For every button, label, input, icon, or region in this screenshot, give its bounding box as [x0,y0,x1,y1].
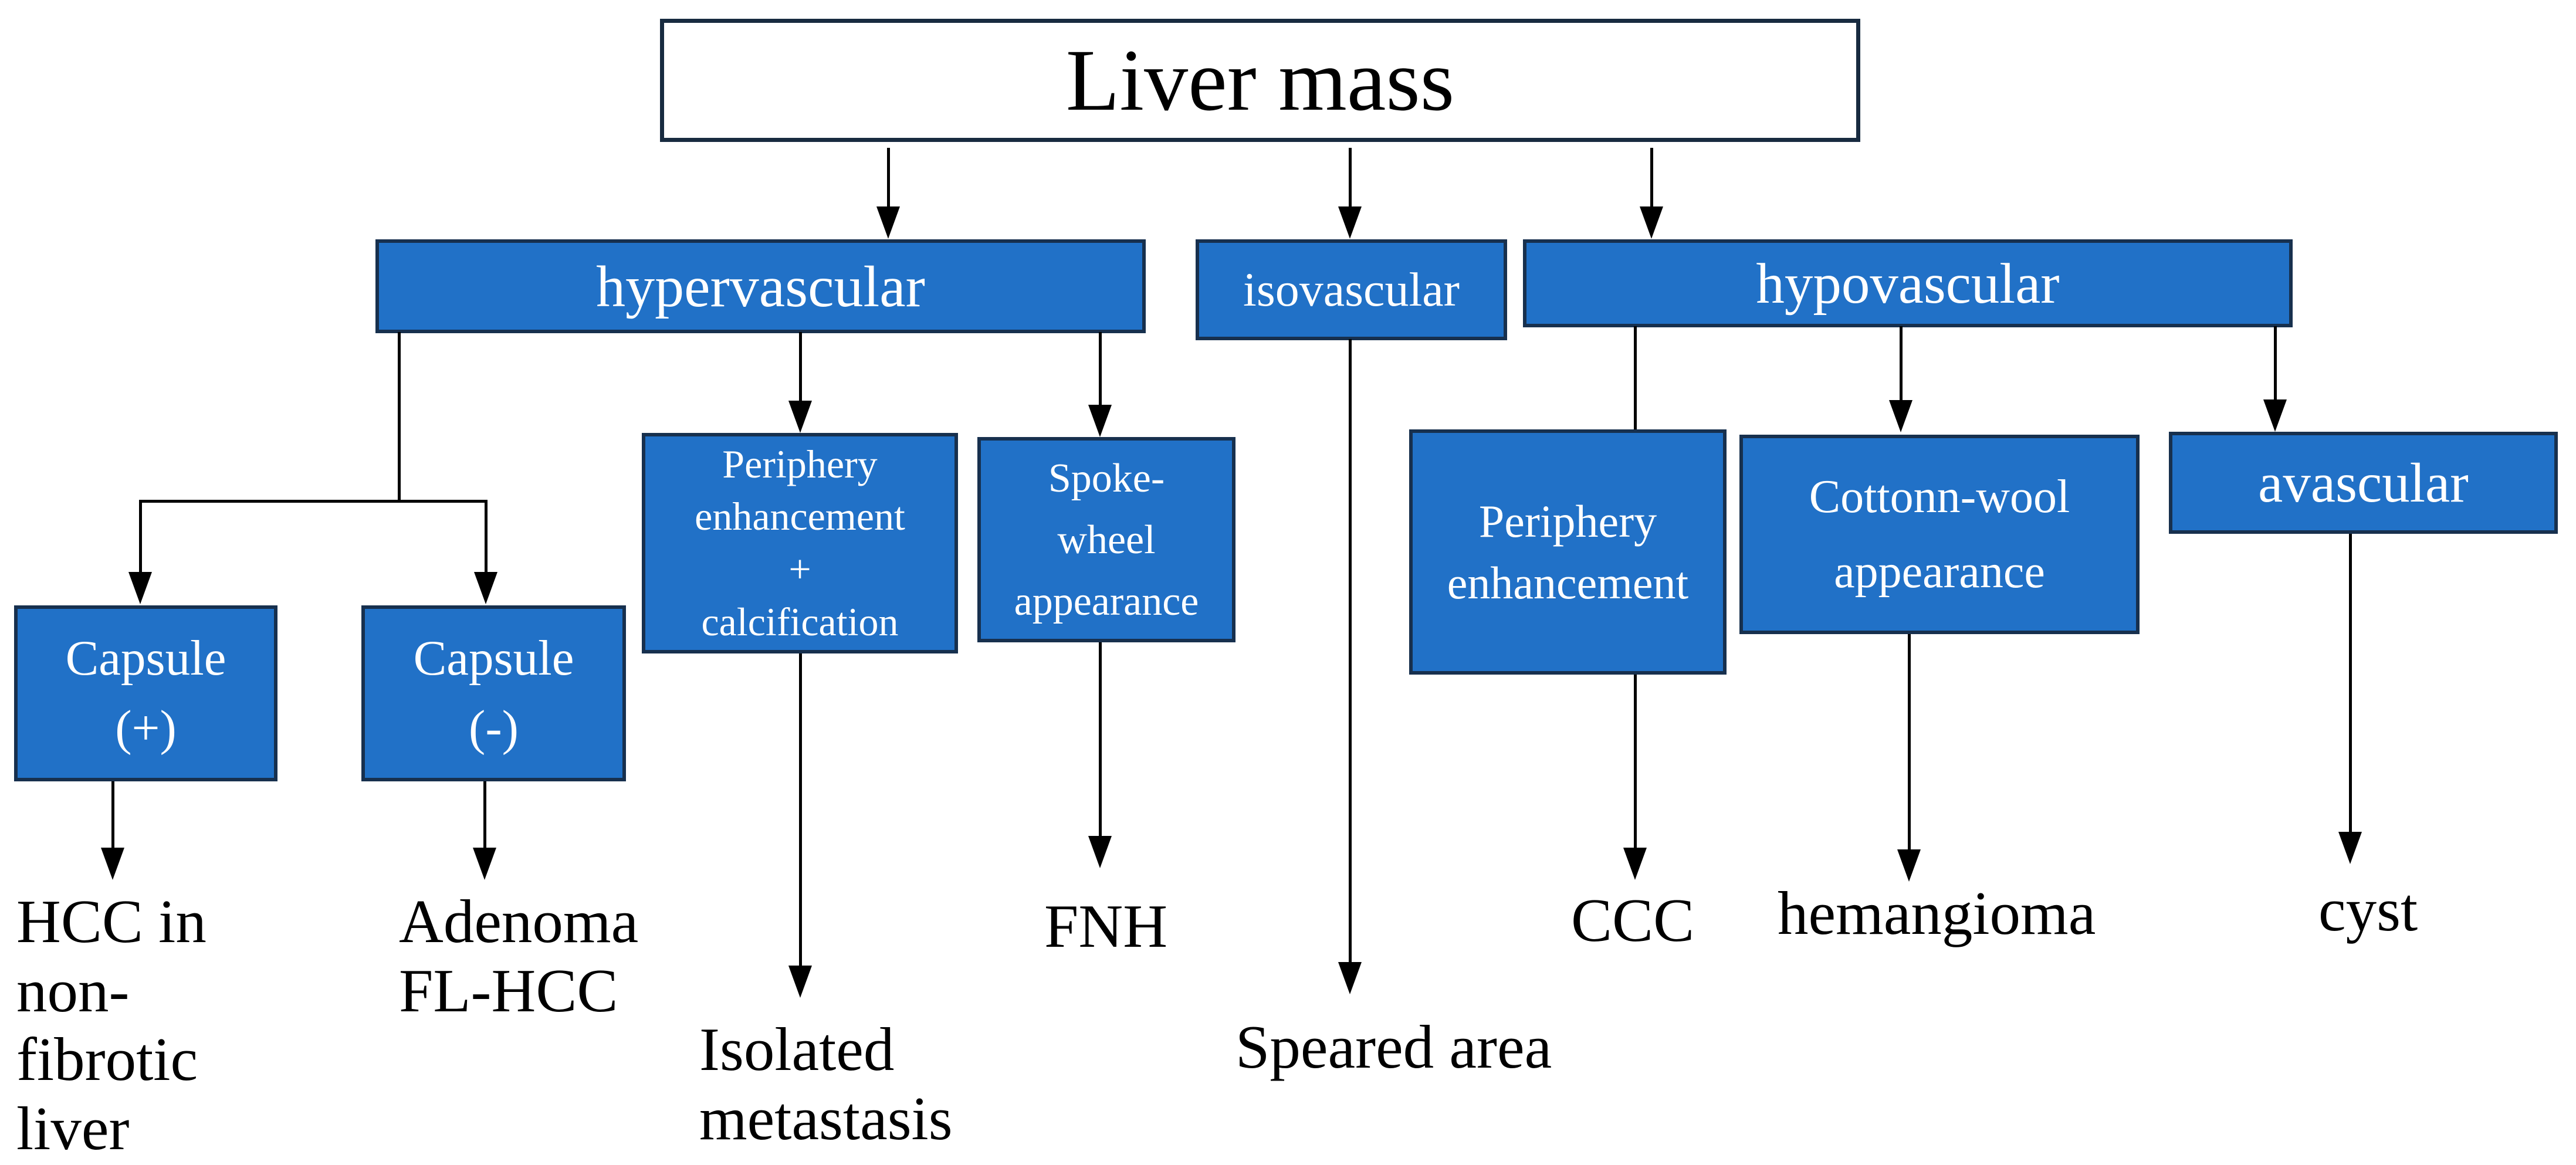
edge-spokewheel-fnh-arrowhead [1088,836,1112,868]
edge-periphery-ccc-arrowhead [1623,848,1647,880]
edge-hypervascular-capsules-hline [139,500,487,503]
edge-hypovascular-cottonwool-arrowhead [1889,400,1912,432]
edge-capsule-positive-line [139,500,142,572]
edge-livermass-isovascular-arrowhead [1338,206,1362,239]
outcome-adenoma-fl-hcc: Adenoma FL-HCC [399,887,639,1025]
edge-calcification-metastasis-line [799,653,802,966]
edge-livermass-hypovascular-arrowhead [1640,206,1663,239]
edge-hypervascular-capsules-stub [398,332,401,502]
outcome-hcc-non-fibrotic-liver: HCC in non- fibrotic liver [16,887,207,1163]
edge-cottonwool-hemangioma-line [1908,634,1911,849]
edge-isovascular-spearedarea-line [1349,339,1352,962]
edge-spokewheel-fnh-line [1099,642,1102,836]
node-capsule-negative: Capsule (-) [361,605,626,781]
edge-avascular-cyst-arrowhead [2338,832,2362,864]
edge-hypovascular-avascular-line [2274,326,2277,399]
edge-avascular-cyst-line [2349,534,2352,832]
edge-livermass-hypervascular-line [887,148,890,206]
edge-capsule-negative-arrowhead [474,572,497,604]
node-liver-mass: Liver mass [660,19,1860,142]
edge-capsulepos-hcc-line [111,781,114,848]
node-spoke-wheel-appearance: Spoke- wheel appearance [977,437,1235,642]
edge-livermass-hypovascular-line [1650,148,1653,206]
edge-livermass-hypervascular-arrowhead [876,206,900,239]
node-capsule-positive: Capsule (+) [14,605,277,781]
edge-calcification-metastasis-arrowhead [788,966,812,998]
edge-capsulepos-hcc-arrowhead [101,848,124,880]
edge-spoke-wheel-arrowhead [1088,405,1112,437]
outcome-ccc: CCC [1571,886,1695,954]
node-avascular: avascular [2169,432,2558,534]
outcome-fnh: FNH [1044,892,1168,960]
edge-hypovascular-avascular-arrowhead [2263,399,2287,432]
edge-capsule-negative-line [485,500,488,572]
outcome-speared-area: Speared area [1235,1012,1552,1081]
node-periphery-enhancement: Periphery enhancement [1409,429,1727,675]
node-isovascular: isovascular [1196,239,1507,340]
edge-cottonwool-hemangioma-arrowhead [1897,849,1921,882]
edge-capsuleneg-adenoma-arrowhead [473,848,496,880]
node-cotton-wool-appearance: Cottonn-wool appearance [1739,435,2140,634]
edge-spoke-wheel-line [1099,332,1102,405]
edge-livermass-isovascular-line [1349,148,1352,206]
node-hypovascular: hypovascular [1523,239,2293,327]
edge-capsule-positive-arrowhead [128,572,152,604]
edge-periphery-calcification-arrowhead [788,401,812,433]
node-periphery-enhancement-calcification: Periphery enhancement + calcification [642,433,958,653]
node-hypervascular: hypervascular [375,239,1146,333]
outcome-isolated-metastasis: Isolated metastasis [699,1015,953,1153]
edge-isovascular-spearedarea-arrowhead [1338,962,1362,994]
edge-periphery-calcification-line [799,332,802,401]
outcome-hemangioma: hemangioma [1778,879,2096,947]
edge-capsuleneg-adenoma-line [483,781,486,848]
outcome-cyst: cyst [2318,875,2418,944]
edge-periphery-ccc-line [1634,675,1637,848]
edge-hypovascular-cottonwool-line [1900,326,1903,400]
edge-hypovascular-periphery-line [1634,326,1637,429]
